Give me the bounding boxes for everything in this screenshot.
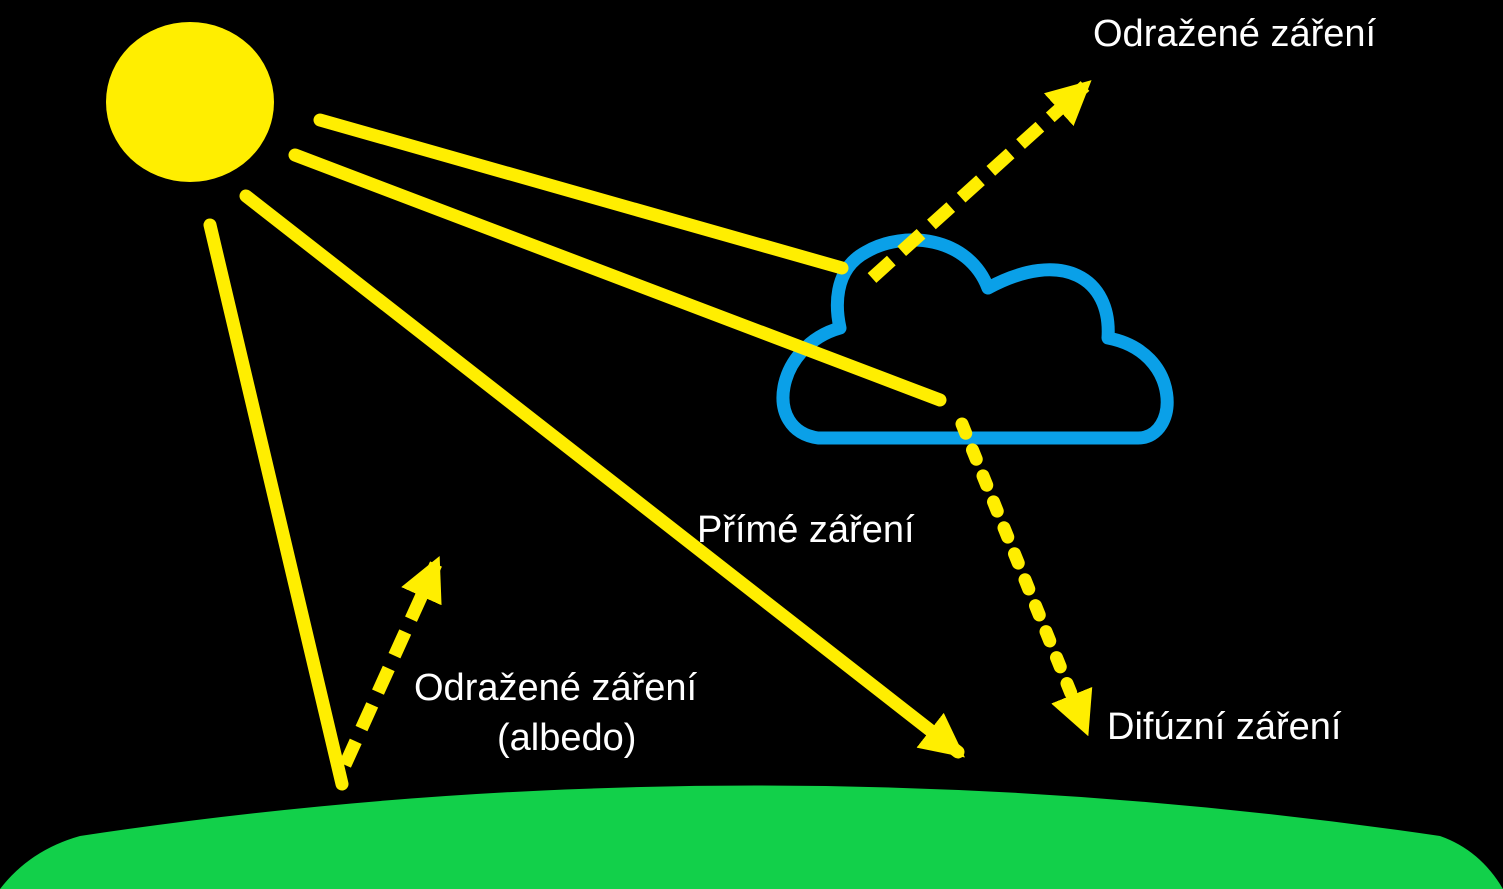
label-reflected-cloud: Odražené záření	[1093, 13, 1376, 55]
sun-icon	[106, 22, 274, 182]
direct-radiation-arrow	[239, 189, 965, 759]
ray-to-cloud-top	[313, 113, 849, 275]
reflected-radiation-arrow	[867, 80, 1092, 283]
label-albedo-line1: Odražené záření	[414, 667, 697, 709]
label-direct-radiation: Přímé záření	[697, 509, 915, 551]
albedo-arrow	[339, 555, 442, 768]
ray-to-ground-left	[203, 218, 349, 791]
label-diffuse-radiation: Difúzní záření	[1107, 706, 1342, 748]
diffuse-radiation-arrow	[955, 417, 1093, 737]
ray-into-cloud	[288, 148, 947, 407]
ground-icon	[0, 785, 1503, 889]
label-albedo-line2: (albedo)	[497, 717, 636, 759]
